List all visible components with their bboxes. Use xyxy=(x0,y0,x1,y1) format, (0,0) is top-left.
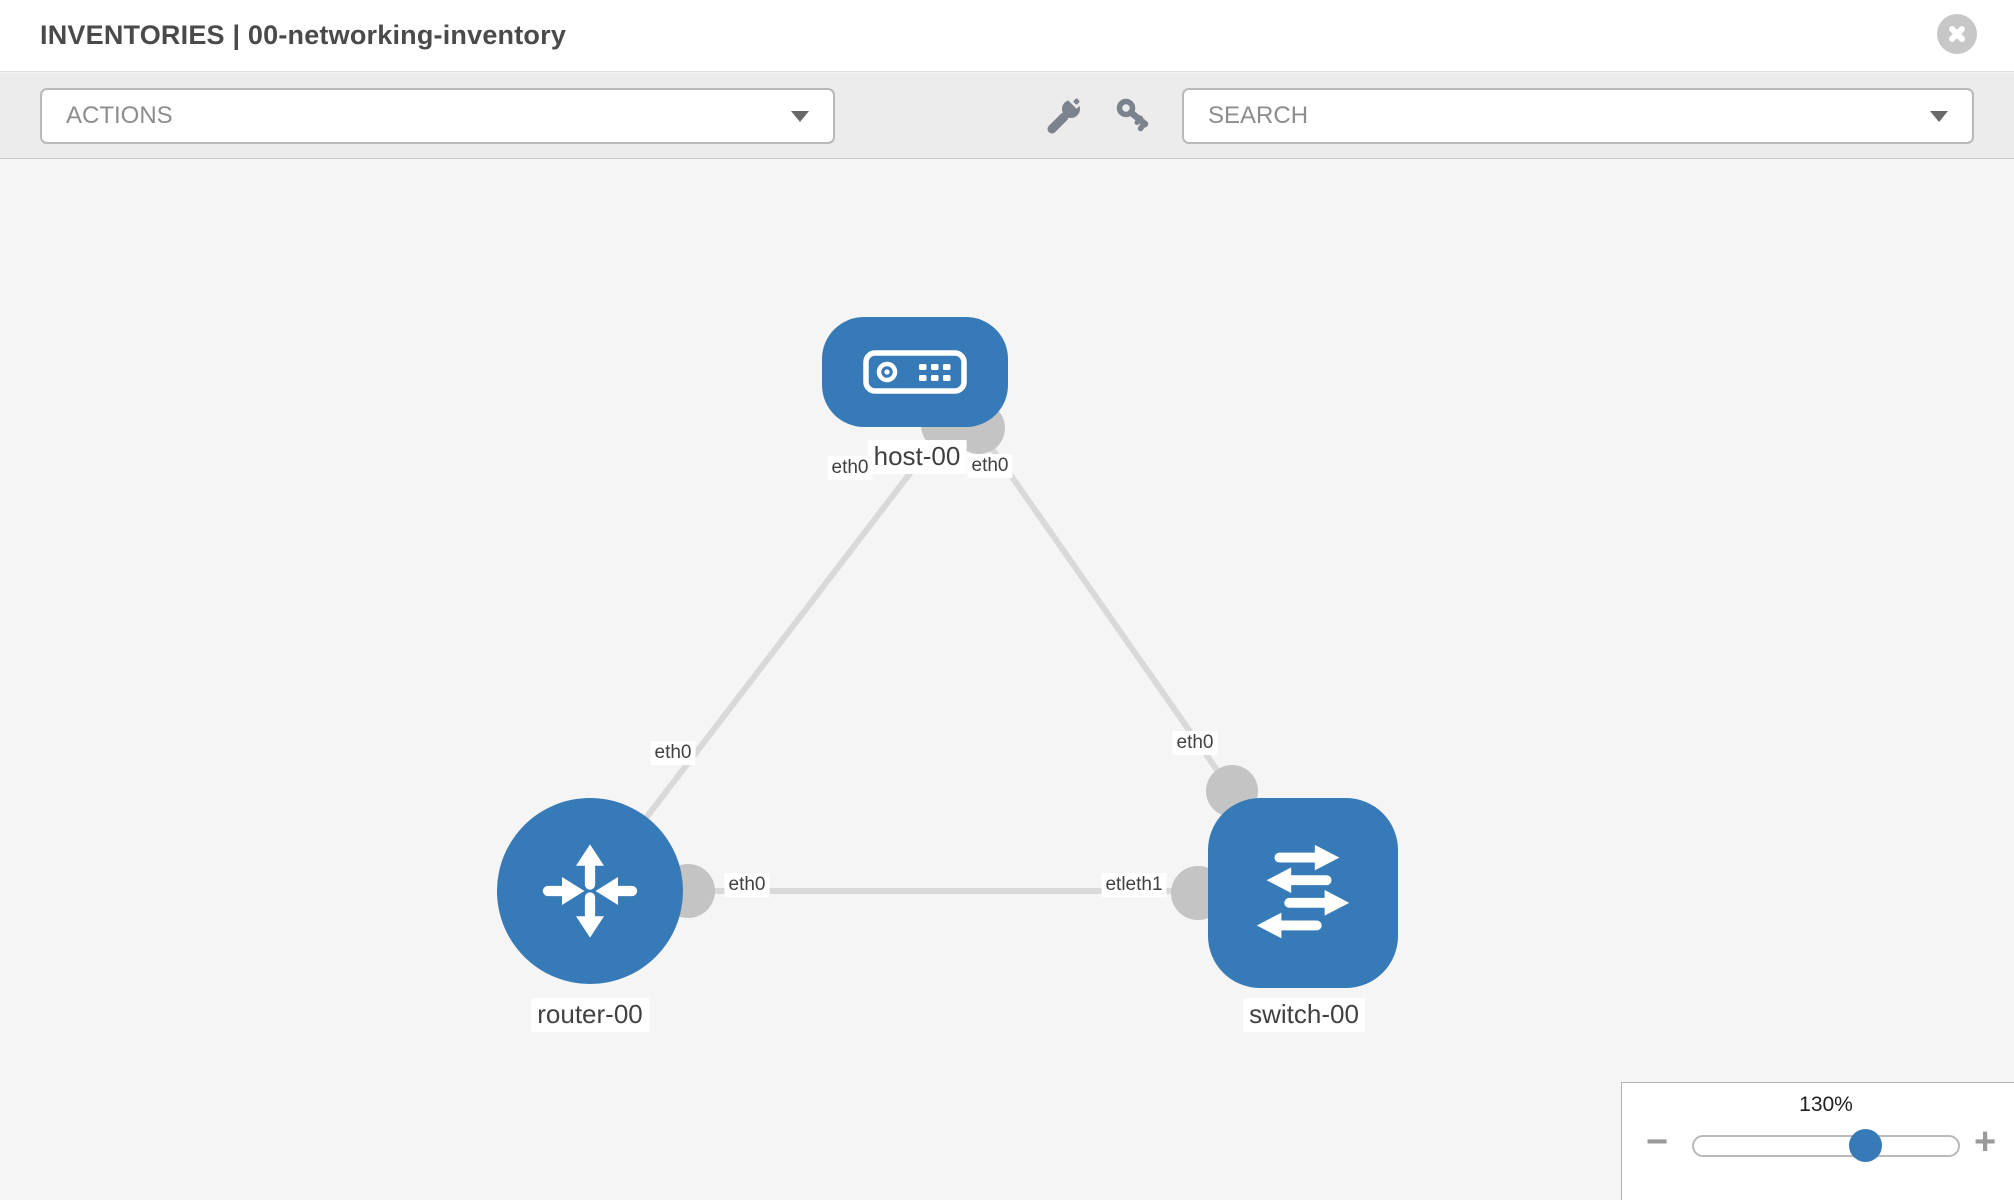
search-dropdown[interactable]: SEARCH xyxy=(1182,88,1974,144)
search-dropdown-label: SEARCH xyxy=(1208,102,1309,129)
zoom-out-button[interactable]: − xyxy=(1646,1121,1669,1163)
actions-dropdown[interactable]: ACTIONS xyxy=(40,88,835,144)
actions-dropdown-label: ACTIONS xyxy=(66,102,173,129)
interface-label-switch-eth0-top: eth0 xyxy=(1172,731,1218,755)
node-label-host-00: host-00 xyxy=(867,440,967,474)
topology-canvas[interactable]: host-00 router-00 switch-00 eth0 eth0 et… xyxy=(0,160,2014,1200)
zoom-panel: 130% − + xyxy=(1621,1082,2014,1200)
zoom-slider[interactable] xyxy=(1692,1129,1960,1162)
node-switch-00[interactable] xyxy=(1208,798,1398,988)
topology-links-layer xyxy=(587,399,1306,920)
interface-label-host-eth0-right: eth0 xyxy=(967,454,1013,478)
interface-label-router-eth0-right: eth0 xyxy=(724,873,770,897)
close-button[interactable] xyxy=(1937,14,1977,54)
zoom-slider-thumb[interactable] xyxy=(1849,1129,1882,1162)
close-icon xyxy=(1947,24,1967,44)
zoom-in-button[interactable]: + xyxy=(1974,1121,1997,1163)
server-icon xyxy=(863,350,967,394)
header: INVENTORIES | 00-networking-inventory xyxy=(0,0,2014,72)
zoom-level-value: 130% xyxy=(1799,1093,1853,1116)
key-icon xyxy=(1116,98,1149,132)
chevron-down-icon xyxy=(791,110,809,122)
interface-label-router-eth0-top: eth0 xyxy=(650,741,696,765)
router-arrows-icon xyxy=(542,844,638,938)
node-host-00[interactable] xyxy=(822,317,1008,427)
link-host-router xyxy=(587,423,950,893)
toolbar: ACTIONS SEARCH xyxy=(0,73,2014,159)
wrench-icon xyxy=(1047,90,1086,134)
interface-label-switch-eth1-left: etleth1 xyxy=(1101,873,1167,897)
node-router-00[interactable] xyxy=(497,798,683,984)
page-title: INVENTORIES | 00-networking-inventory xyxy=(40,20,567,50)
interface-label-host-eth0-left: eth0 xyxy=(827,456,873,480)
node-label-router-00: router-00 xyxy=(531,998,649,1032)
node-label-switch-00: switch-00 xyxy=(1243,998,1365,1032)
chevron-down-icon xyxy=(1930,110,1948,122)
wrench-button[interactable] xyxy=(1044,90,1086,137)
switch-arrows-icon xyxy=(1256,844,1350,939)
key-button[interactable] xyxy=(1114,97,1154,137)
